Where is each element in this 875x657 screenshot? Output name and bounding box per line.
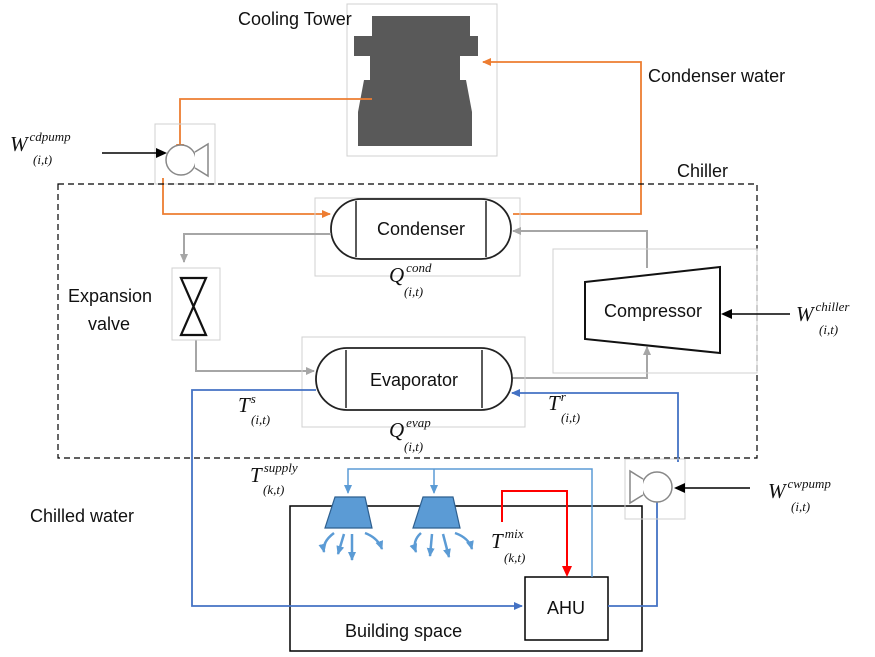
condenser-water-loop — [162, 58, 642, 218]
airflow-arrow — [364, 531, 384, 550]
supply-duct-line — [344, 468, 593, 577]
condenser-water-return-line — [482, 58, 642, 215]
airflow-arrow — [426, 533, 435, 557]
building-space-boundary — [289, 505, 643, 652]
refrigerant-to-evaporator-line — [195, 340, 315, 375]
refrigerant-to-condenser-line — [512, 227, 648, 268]
airflow-arrow — [454, 531, 474, 550]
chiller-label: Chiller — [677, 161, 728, 181]
compressor-icon — [584, 265, 721, 355]
expansion-valve-label-2: valve — [88, 314, 130, 334]
evaporator-label: Evaporator — [370, 370, 458, 390]
cooling-tower — [346, 3, 498, 157]
valve-icon — [179, 276, 208, 337]
expansion-valve — [171, 267, 221, 341]
pump-icon — [641, 471, 673, 503]
cd-pump-frame — [154, 123, 216, 185]
airflow-arrow — [409, 532, 422, 553]
expansion-valve-frame — [171, 267, 221, 341]
supply-air-duct — [344, 468, 593, 577]
condenser-water-label: Condenser water — [648, 66, 785, 86]
condenser-label: Condenser — [377, 219, 465, 239]
evaporator-frame — [301, 336, 526, 428]
diffuser-1 — [318, 496, 384, 561]
expansion-valve-label-1: Expansion — [68, 286, 152, 306]
condenser-vessel — [330, 198, 512, 260]
cooling-tower-frame — [346, 3, 498, 157]
compressor-frame — [552, 248, 758, 374]
refrigerant-loop — [180, 227, 651, 379]
condenser: Condenser — [314, 197, 521, 277]
chilled-water-pump — [624, 458, 686, 520]
evaporator: Evaporator — [301, 336, 526, 428]
condenser-water-pump — [154, 123, 216, 185]
building-space-label: Building space — [345, 621, 462, 641]
condenser-frame — [314, 197, 521, 277]
diffuser-icon — [412, 496, 461, 529]
pump-icon — [165, 144, 197, 176]
diffuser-2 — [409, 496, 474, 558]
pump-outlet-icon — [629, 469, 644, 505]
mixed-air-line — [501, 490, 572, 577]
condenser-water-supply-line — [162, 178, 331, 218]
cooling-tower-icon — [354, 16, 478, 146]
chilled-water-supply-line — [191, 389, 523, 610]
t-s-symbol: Ts(i,t) — [238, 391, 270, 427]
t-r-symbol: Tr(i,t) — [548, 389, 580, 425]
chilled-water-label: Chilled water — [30, 506, 134, 526]
airflow-arrow — [441, 533, 451, 558]
refrigerant-to-compressor-line — [511, 346, 651, 379]
compressor-label: Compressor — [604, 301, 702, 321]
airflow-arrow — [336, 533, 346, 555]
ahu-unit — [524, 576, 609, 641]
condenser-water-to-pump-line — [176, 98, 372, 153]
refrigerant-to-valve-line — [180, 233, 331, 263]
diffuser-icon — [324, 496, 373, 529]
cooling-tower-label: Cooling Tower — [238, 9, 352, 29]
chilled-water-from-ahu-line — [608, 487, 661, 607]
chilled-water-loop — [191, 389, 679, 610]
cw-pump-frame — [624, 458, 686, 520]
airflow-arrow — [318, 532, 335, 553]
evaporator-vessel — [315, 347, 513, 411]
compressor: Compressor — [552, 248, 758, 374]
chilled-water-return-line — [511, 389, 679, 462]
pump-outlet-icon — [194, 142, 209, 178]
ahu-label: AHU — [547, 598, 585, 618]
